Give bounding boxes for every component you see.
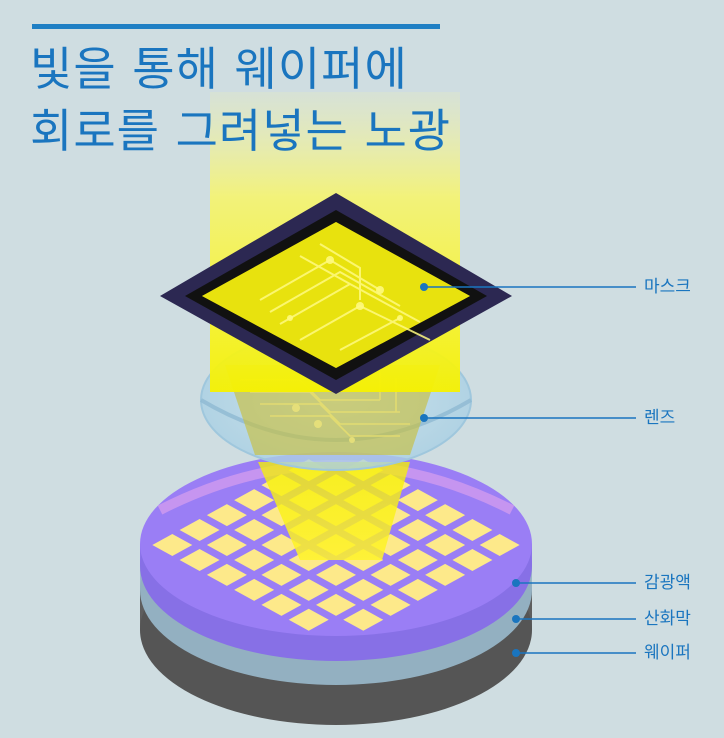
title-accent-bar	[32, 24, 440, 29]
die	[479, 534, 520, 556]
die	[234, 548, 275, 571]
die	[152, 534, 193, 556]
die	[397, 578, 438, 601]
mask-callout-dot	[420, 283, 428, 291]
photoresist-callout-dot	[512, 579, 520, 587]
die	[316, 593, 356, 616]
die	[452, 519, 493, 542]
die	[343, 608, 384, 631]
die	[261, 593, 302, 616]
die	[288, 578, 329, 601]
page-title-line-1: 빛을 통해 웨이퍼에	[30, 42, 408, 96]
wafer-label: 웨이퍼	[644, 643, 691, 663]
die	[397, 548, 438, 571]
callout-lines	[424, 286, 636, 654]
die	[397, 519, 438, 542]
oxide-callout-dot	[512, 615, 520, 623]
die	[206, 504, 247, 527]
die	[343, 578, 384, 601]
mask-label: 마스크	[644, 277, 691, 297]
die	[370, 563, 411, 586]
oxide-label: 산화막	[644, 609, 691, 629]
die	[261, 563, 302, 586]
die	[206, 534, 247, 556]
die-grid	[152, 459, 520, 631]
die	[397, 489, 438, 512]
die	[425, 534, 466, 556]
die	[316, 563, 356, 586]
die	[234, 489, 275, 512]
die	[179, 548, 220, 571]
die	[234, 519, 275, 542]
die	[179, 519, 220, 542]
die	[234, 578, 275, 601]
photoresist-label: 감광액	[644, 573, 691, 593]
die	[288, 608, 329, 631]
wafer-callout-dot	[512, 649, 520, 657]
lens-label: 렌즈	[644, 408, 676, 428]
die	[425, 563, 466, 586]
lens-callout-dot	[420, 414, 428, 422]
focused-light-cone	[258, 462, 410, 560]
die	[370, 593, 411, 616]
die	[206, 563, 247, 586]
page-title-line-2: 회로를 그려넣는 노광	[30, 104, 452, 158]
die	[425, 504, 466, 527]
die	[452, 548, 493, 571]
mask	[160, 193, 512, 394]
